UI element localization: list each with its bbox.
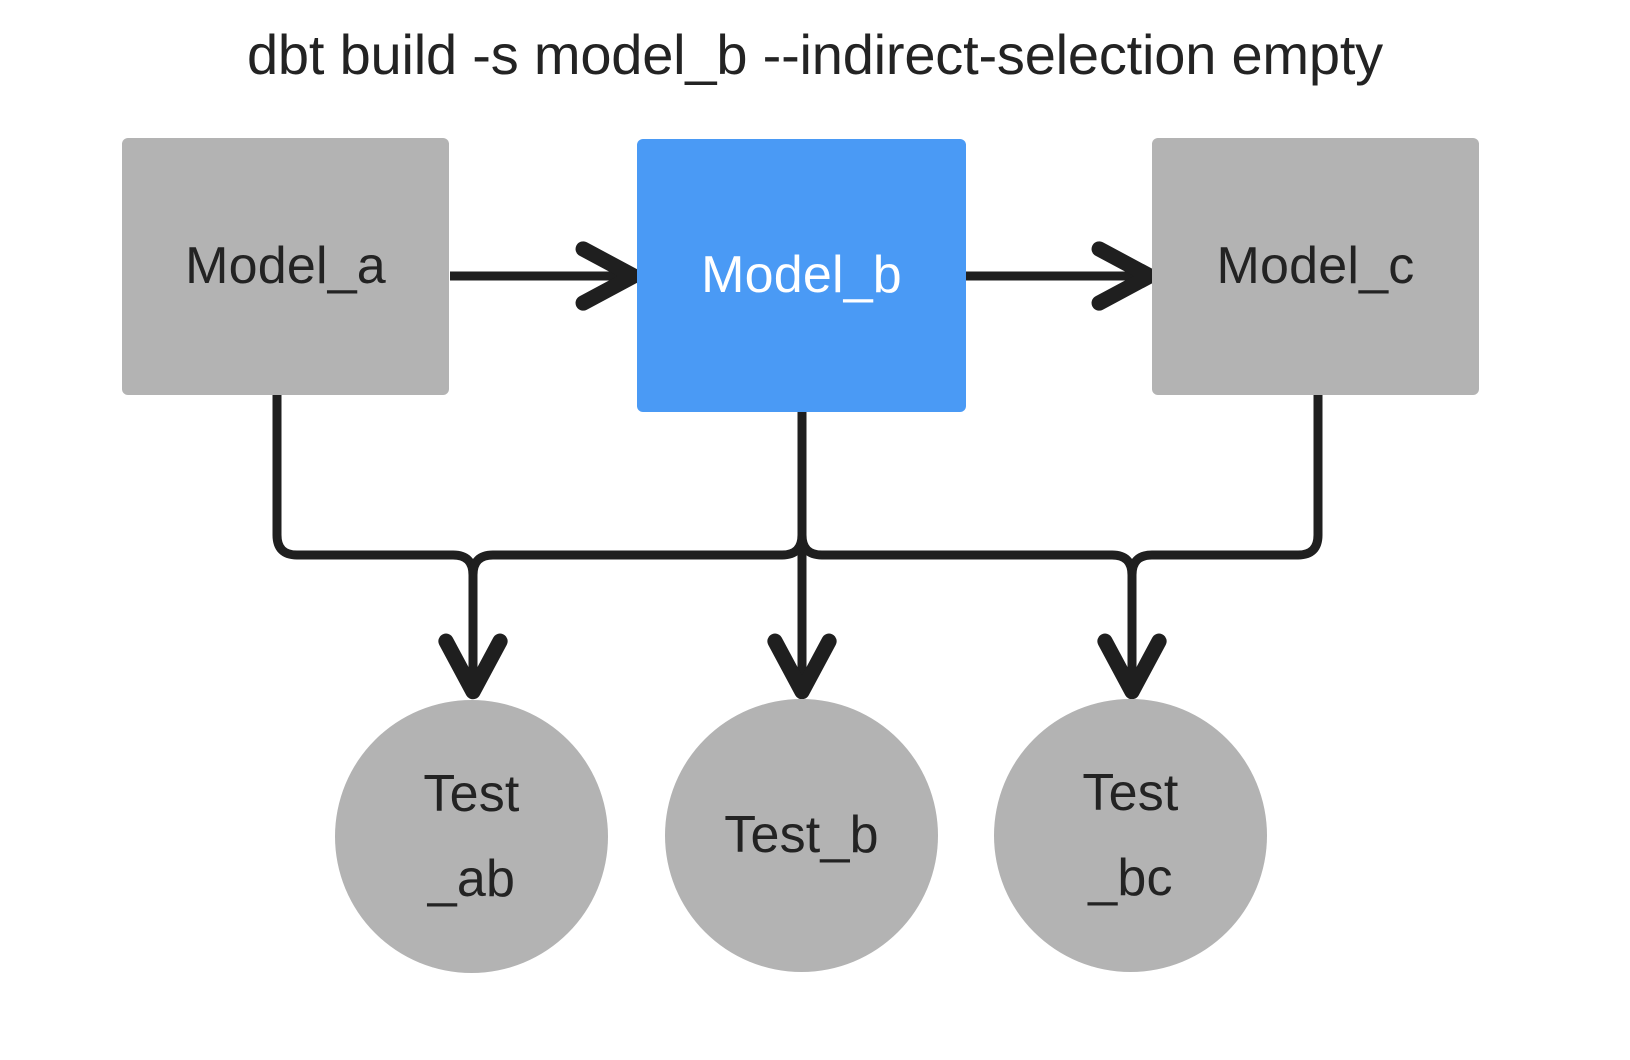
node-model-a[interactable]: Model_a xyxy=(122,138,449,395)
node-test-ab[interactable]: Test _ab xyxy=(335,700,608,973)
node-test-b[interactable]: Test_b xyxy=(665,699,938,972)
node-test-bc[interactable]: Test _bc xyxy=(994,699,1267,972)
diagram-title: dbt build -s model_b --indirect-selectio… xyxy=(246,23,1383,86)
edge-model-a-to-test-ab xyxy=(272,395,508,700)
node-model-a-label: Model_a xyxy=(185,237,386,296)
node-model-c-label: Model_c xyxy=(1216,237,1415,296)
edge-model-b-to-test-ab xyxy=(468,412,807,688)
node-model-b[interactable]: Model_b xyxy=(637,139,966,412)
node-test-b-label: Test_b xyxy=(724,806,879,865)
node-test-ab-label: Test _ab xyxy=(423,765,520,908)
node-model-b-label: Model_b xyxy=(701,246,902,305)
edge-model-c-to-test-bc xyxy=(1127,395,1323,688)
node-model-c[interactable]: Model_c xyxy=(1152,138,1479,395)
node-test-bc-label: Test _bc xyxy=(1082,764,1179,907)
edge-model-b-to-test-bc xyxy=(797,412,1167,700)
